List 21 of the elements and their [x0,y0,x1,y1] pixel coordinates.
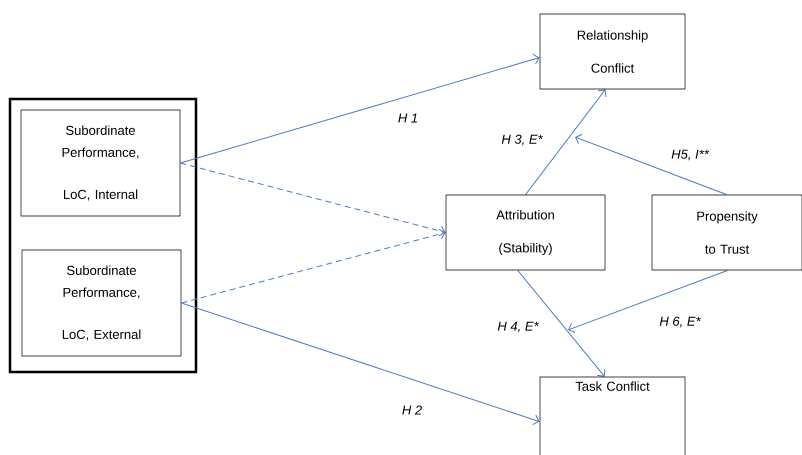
outcome-box: Task Conflict [540,376,686,455]
edge-label: H5, I** [670,148,710,162]
arrow [517,270,606,377]
variable-box: Subordinate Performance, LoC, Internal [20,110,180,216]
edge-label: H 3, E* [500,134,544,146]
arrow [180,228,446,304]
moderator-box: Propensity to Trust [652,194,802,270]
arrow [180,302,540,426]
edge-label: H 1 [396,112,420,124]
arrow [180,162,446,236]
edge-label: H 2 [400,404,424,416]
arrow [525,89,607,196]
arrow [568,270,728,334]
outcome-box: Relationship Conflict [540,14,686,90]
group-frame [8,98,198,374]
mediator-box: Attribution (Stability) [446,194,606,270]
arrow [180,54,540,164]
arrow [575,134,728,196]
edge-label: H 6, E* [658,316,702,328]
variable-box: Subordinate Performance, LoC, External [22,250,182,356]
edge-label: H 4, E* [496,320,540,334]
